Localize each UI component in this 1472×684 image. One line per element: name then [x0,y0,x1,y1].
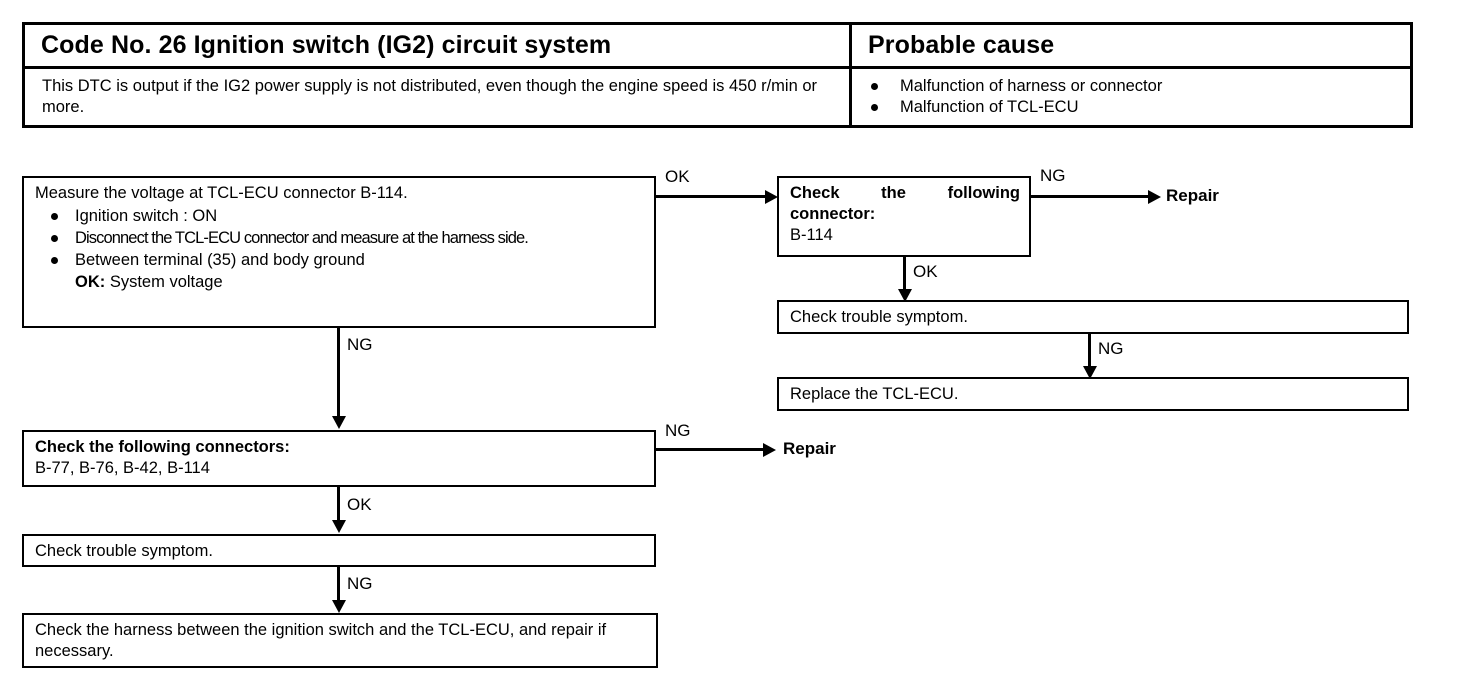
step-text: Disconnect the TCL-ECU connector and mea… [75,229,529,247]
edge-label-ok-right-down: OK [913,262,938,281]
connector-line-ng-multi-right [656,448,766,451]
edge-label-ok-left-down: OK [347,495,372,514]
ok-label: OK: [75,273,106,291]
flow-box-replace-ecu: Replace the TCL-ECU. [777,377,1409,411]
step-text: Between terminal (35) and body ground [75,251,365,269]
replace-ecu-text: Replace the TCL-ECU. [790,385,959,403]
flow-box-check-connectors-multi: Check the following connectors: B-77, B-… [22,430,656,487]
connector-line-2: connector: [790,205,876,223]
list-item: Disconnect the TCL-ECU connector and mea… [35,227,646,249]
cause-text: Malfunction of harness or connector [900,77,1163,95]
connector-line-1: Check the following [790,184,1020,202]
ok-criteria: OK: System voltage [75,271,646,293]
edge-label-ng-top-right: NG [1040,166,1066,185]
list-item: Between terminal (35) and body ground OK… [35,249,646,293]
flow-box-measure-voltage: Measure the voltage at TCL-ECU connector… [22,176,656,328]
cause-text: Malfunction of TCL-ECU [900,98,1079,116]
table-body-row: This DTC is output if the IG2 power supp… [25,69,1410,128]
arrowhead-down [331,600,346,613]
arrowhead-down [331,416,346,429]
bullet-icon [871,83,878,90]
flow-box-check-symptom-left: Check trouble symptom. [22,534,656,567]
symptom-right-text: Check trouble symptom. [790,308,968,326]
probable-cause-list: Malfunction of harness or connector Malf… [868,76,1388,118]
connector-line-ng-bottom [337,567,340,604]
table-header-row: Code No. 26 Ignition switch (IG2) circui… [25,25,1410,69]
list-item: Ignition switch : ON [35,205,646,227]
list-item: Malfunction of TCL-ECU [868,97,1388,118]
dtc-summary-table: Code No. 26 Ignition switch (IG2) circui… [22,22,1413,128]
terminal-repair-top: Repair [1166,186,1219,205]
edge-label-ng-left-down: NG [347,335,373,354]
step-text: Ignition switch : ON [75,207,218,225]
symptom-left-text: Check trouble symptom. [35,542,213,560]
connectors-line-2: B-77, B-76, B-42, B-114 [35,459,210,477]
flow-box-check-connector-single: Check the following connector: B-114 [777,176,1031,257]
dtc-description: This DTC is output if the IG2 power supp… [42,77,818,116]
measure-heading: Measure the voltage at TCL-ECU connector… [35,184,408,202]
edge-label-ng-bottom: NG [347,574,373,593]
arrowhead-right [763,442,776,457]
ok-value: System voltage [109,273,223,291]
arrowhead-down [331,520,346,533]
bullet-icon [51,235,58,242]
edge-label-ng-right-down: NG [1098,339,1124,358]
connector-line-ng-left-down [337,328,340,420]
connectors-line-1: Check the following connectors: [35,438,290,456]
flow-box-check-harness: Check the harness between the ignition s… [22,613,658,668]
harness-text: Check the harness between the ignition s… [35,621,607,660]
arrowhead-down [1082,366,1097,379]
connector-line-3: B-114 [790,226,833,244]
measure-step-list: Ignition switch : ON Disconnect the TCL-… [35,205,646,293]
connector-line-ng-right-down [1088,334,1091,371]
edge-label-ok-top: OK [665,167,690,186]
bullet-icon [871,104,878,111]
connector-line-ok-right-down [903,257,906,293]
dtc-code-title: Code No. 26 Ignition switch (IG2) circui… [41,31,612,59]
arrowhead-right [765,189,778,204]
list-item: Malfunction of harness or connector [868,76,1388,97]
connector-line-ng-top-right [1031,195,1151,198]
table-column-divider [849,25,852,125]
flow-box-check-symptom-right: Check trouble symptom. [777,300,1409,334]
arrowhead-down [897,289,912,302]
bullet-icon [51,213,58,220]
edge-label-ng-multi-right: NG [665,421,691,440]
bullet-icon [51,257,58,264]
probable-cause-title: Probable cause [868,31,1055,59]
connector-line-ok-top [656,195,768,198]
terminal-repair-bottom: Repair [783,439,836,458]
arrowhead-right [1148,189,1161,204]
connector-line-ok-left-down [337,487,340,524]
